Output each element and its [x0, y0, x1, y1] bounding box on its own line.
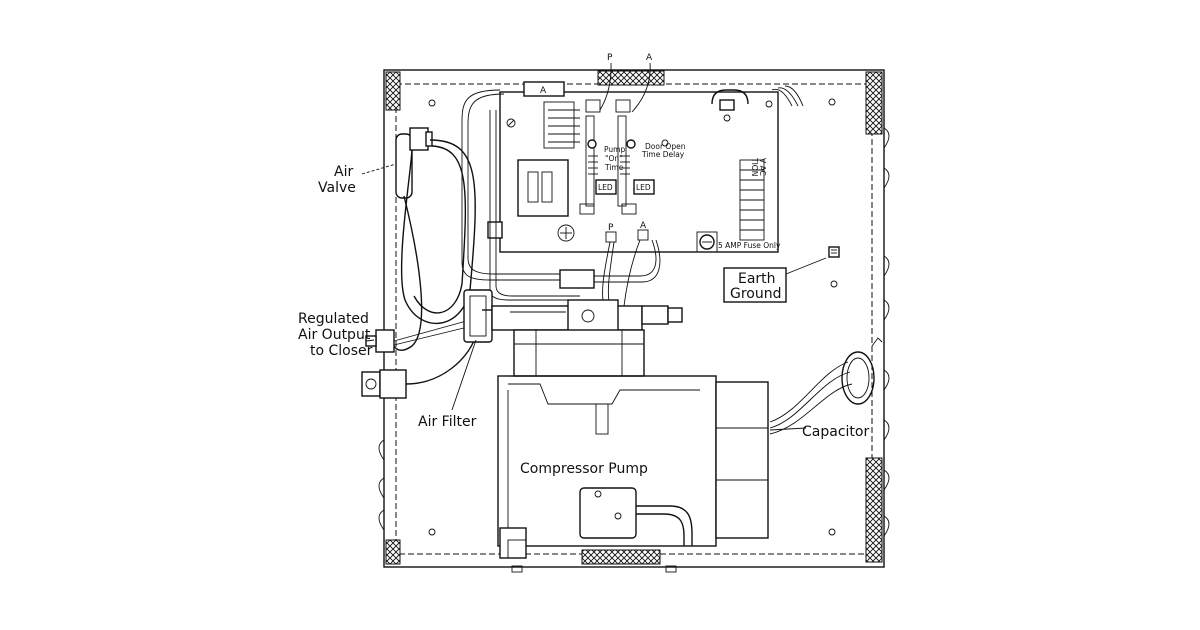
door-delay-label-2: Time Delay: [641, 150, 685, 159]
earth-ground: [723, 246, 840, 303]
door-delay-label-1: Door Open: [645, 142, 686, 151]
air-filter-label: Air Filter: [418, 414, 477, 430]
earth-ground-label-2: Ground: [730, 286, 782, 302]
capacitor-label: Capacitor: [802, 424, 869, 440]
air-valve-label-1: Air: [334, 164, 353, 180]
terminal-text-1: TION: [750, 157, 759, 176]
terminal-text-2: V AC: [758, 158, 767, 176]
pump-time-label-1: Pump: [604, 145, 625, 154]
p-top-label: P: [607, 53, 613, 63]
regulated-output-label-1: Regulated: [298, 311, 369, 327]
pump-time-label-2: "On": [605, 154, 623, 163]
a-top-label: A: [646, 53, 653, 63]
tubing: [391, 89, 883, 435]
compressor-pump-body: [497, 329, 769, 559]
earth-ground-label-1: Earth: [738, 271, 776, 287]
enclosure: [378, 69, 890, 573]
air-valve-label-2: Valve: [318, 180, 356, 196]
fuse-label: 5 AMP Fuse Only: [718, 241, 781, 250]
callout-labels: Air Valve Regulated Air Output to Closer…: [298, 164, 869, 477]
board-mount-label: A: [540, 86, 547, 96]
led-label-door: LED: [636, 183, 651, 192]
leader-lines: [361, 163, 807, 431]
pump-time-label-3: Time: [604, 163, 624, 172]
compressor-pump-label: Compressor Pump: [520, 461, 648, 477]
led-label-pump: LED: [598, 183, 613, 192]
a-connector-label: A: [640, 221, 647, 231]
p-connector-label: P: [608, 223, 614, 233]
circuit-board: A LED LED Pump: [487, 53, 804, 253]
regulated-output-label-3: to Closer: [310, 343, 373, 359]
air-regulator: [361, 289, 683, 399]
regulated-output-label-2: Air Output: [298, 327, 371, 343]
